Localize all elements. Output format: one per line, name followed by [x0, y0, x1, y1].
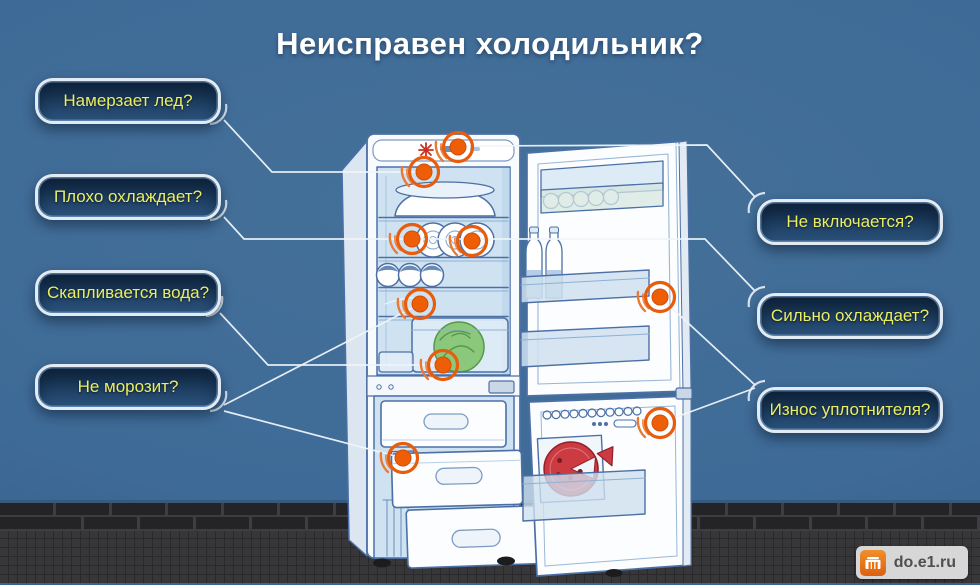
button-label: Износ уплотнителя? — [769, 400, 931, 419]
connector-line — [659, 296, 756, 386]
bowl — [394, 181, 496, 217]
hotspot-dot[interactable] — [396, 287, 437, 321]
fridge-foot — [605, 569, 623, 577]
refrigerator-illustration — [341, 133, 693, 577]
hotspot-dot[interactable] — [434, 130, 475, 164]
over-cooling-button[interactable]: Сильно охлаждает? — [757, 293, 943, 339]
button-label: Скапливается вода? — [46, 283, 210, 302]
freezer-door-open — [522, 387, 693, 577]
connector-line — [219, 312, 443, 366]
ice-buildup-button[interactable]: Намерзает лед? — [35, 78, 221, 124]
fridge-foot — [497, 556, 515, 566]
hotspot-dot[interactable] — [448, 224, 489, 258]
button-label: Намерзает лед? — [63, 91, 193, 110]
hotspot-dot[interactable] — [388, 222, 429, 256]
fridge-shelf — [378, 216, 509, 318]
site-watermark[interactable]: do.e1.ru — [855, 546, 968, 579]
door-shelf-middle — [520, 269, 650, 304]
door-hinge — [488, 380, 515, 394]
button-label: Не морозит? — [77, 377, 179, 396]
fridge-foot — [373, 558, 391, 568]
poor-cooling-button[interactable]: Плохо охлаждает? — [35, 174, 221, 220]
not-freezing-button[interactable]: Не морозит? — [35, 364, 221, 410]
water-accumulation-button[interactable]: Скапливается вода? — [35, 270, 221, 316]
connector-line — [223, 119, 424, 173]
brand-logo-icon — [418, 142, 434, 158]
fridge-door-open — [520, 140, 692, 397]
connector-line — [223, 410, 404, 459]
door-seal — [682, 395, 692, 567]
egg-tray — [540, 160, 664, 214]
mugs — [375, 262, 445, 288]
hotspot-dot[interactable] — [379, 441, 420, 475]
hotspot-dot[interactable] — [636, 406, 677, 440]
corner-marks — [205, 103, 766, 413]
vent-holes — [542, 406, 642, 428]
page-title: Неисправен холодильник? — [276, 26, 704, 61]
freezer-drawer-bottom — [405, 504, 543, 569]
seal-wear-button[interactable]: Износ уплотнителя? — [757, 387, 943, 433]
lower-tray — [378, 351, 414, 373]
freezer-drawer-top — [380, 400, 507, 448]
hotspot-dot[interactable] — [400, 155, 441, 189]
freezer-interior — [373, 395, 543, 569]
button-label: Сильно охлаждает? — [770, 306, 930, 325]
brick-floor — [0, 500, 980, 585]
e1-logo-icon — [859, 549, 886, 576]
watermark-text: do.e1.ru — [893, 553, 956, 571]
connector-line — [659, 387, 756, 424]
connector-line — [457, 144, 756, 198]
fridge-interior — [375, 166, 511, 376]
button-label: Не включается? — [786, 212, 914, 231]
button-label: Плохо охлаждает? — [53, 187, 203, 206]
connector-line — [223, 303, 421, 406]
door-hinge — [675, 387, 693, 400]
connector-lines — [219, 119, 756, 459]
not-turning-on-button[interactable]: Не включается? — [757, 199, 943, 245]
hotspot-dot[interactable] — [419, 348, 460, 382]
door-shelf-lower — [520, 325, 650, 368]
hotspot-dot[interactable] — [636, 280, 677, 314]
freezer-door-bin — [522, 469, 646, 522]
